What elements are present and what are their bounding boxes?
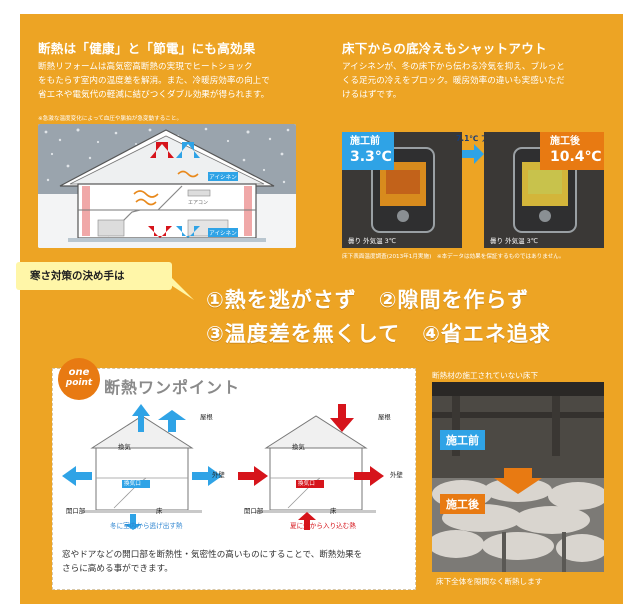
summer-house-diagram: [238, 404, 384, 530]
right-section-title: 床下からの底冷えもシャットアウト: [342, 41, 547, 56]
after-label: 施工後: [550, 136, 580, 147]
left-body-line: 省エネや電気代の軽減に結びつくダブル効果が得られます。: [38, 90, 270, 100]
badge-top-text: one: [68, 367, 90, 378]
summer-floor-label: 床: [330, 507, 337, 515]
winter-wall-label: 外壁: [212, 471, 225, 479]
key-callout: 寒さ対策の決め手は: [16, 262, 172, 290]
floor-photo-title: 断熱材の施工されていない床下: [432, 371, 539, 380]
badge-bottom-text: point: [65, 378, 93, 388]
before-badge: 施工前 3.3℃: [342, 132, 394, 170]
onepoint-text-line: 窓やドアなどの開口部を断熱性・気密性の高いものにすることで、断熱効果を: [62, 550, 363, 560]
temp-diff-label: 7.1℃ アップ: [456, 134, 504, 143]
house-illustration: アイシネン アイシネン エアコン: [38, 124, 296, 248]
right-body-line: アイシネンが、冬の床下から伝わる冷気を抑え、ブルっと: [342, 62, 565, 72]
after-temp: 10.4℃: [550, 149, 602, 165]
summer-fan-label: 換気口: [298, 481, 315, 487]
thermo-caption: 床下表面温度調査(2013年1月実施) ※本データは効果を保証するものではありま…: [342, 254, 565, 260]
thermometer-before-image: [342, 132, 462, 248]
before-weather: 曇り 外気温 3℃: [348, 237, 397, 245]
left-section-body: 断熱リフォームは高気密高断熱の実現でヒートショック をもたらす室内の温度差を解消…: [38, 60, 328, 102]
brand-label-top: アイシネン: [209, 174, 237, 181]
floor-photo-caption: 床下全体を隙間なく断熱します: [436, 577, 543, 586]
onepoint-title: 断熱ワンポイント: [104, 378, 241, 397]
winter-vent-label: 換気: [118, 443, 131, 451]
summer-wall-label: 外壁: [390, 471, 403, 479]
temp-up-arrow: [462, 144, 484, 164]
floor-before-badge: 施工前: [440, 430, 485, 450]
summer-opening-label: 開口部: [244, 507, 264, 515]
onepoint-text: 窓やドアなどの開口部を断熱性・気密性の高いものにすることで、断熱効果を さらに高…: [62, 548, 362, 576]
onepoint-badge: one point: [58, 358, 100, 400]
left-body-line: 断熱リフォームは高気密高断熱の実現でヒートショック: [38, 62, 253, 72]
right-body-line: くる足元の冷えをブロック。暖房効率の違いも実感いただ: [342, 76, 565, 86]
house-diagram: アイシネン アイシネン エアコン: [38, 124, 296, 248]
winter-floor-label: 床: [156, 507, 163, 515]
callout-tail: [160, 278, 194, 300]
onepoint-text-line: さらに高める事ができます。: [62, 564, 173, 574]
underfloor-photo-image: [432, 382, 604, 572]
winter-opening-label: 開口部: [66, 507, 86, 515]
key-line-1: ①熱を逃がさず ②隙間を作らず: [206, 288, 530, 312]
aircon-label: エアコン: [188, 200, 208, 206]
arrow-right-icon: [462, 144, 484, 164]
thermo-after-photo: 施工後 10.4℃ 曇り 外気温 3℃: [484, 132, 604, 248]
summer-vent-label: 換気: [292, 443, 305, 451]
right-section-body: アイシネンが、冬の床下から伝わる冷気を抑え、ブルっと くる足元の冷えをブロック。…: [342, 60, 604, 102]
winter-house-diagram: [62, 404, 222, 530]
after-badge: 施工後 10.4℃: [540, 132, 604, 170]
winter-fan-label: 換気口: [124, 481, 141, 487]
after-weather: 曇り 外気温 3℃: [490, 237, 539, 245]
left-section-title: 断熱は「健康」と「節電」にも高効果: [38, 41, 256, 56]
thermo-before-photo: 施工前 3.3℃ 曇り 外気温 3℃: [342, 132, 462, 248]
summer-roof-label: 屋根: [378, 413, 391, 421]
left-body-line: をもたらす室内の温度差を解消。また、冷暖房効率の向上で: [38, 76, 270, 86]
winter-roof-label: 屋根: [200, 413, 213, 421]
left-section-note: ※急激な温度変化によって血圧や脈拍が急変動すること。: [38, 116, 183, 122]
winter-caption: 冬に室内から逃げ出す熱: [110, 522, 183, 530]
before-temp: 3.3℃: [350, 149, 392, 165]
key-line-2: ③温度差を無くして ④省エネ追求: [206, 322, 551, 346]
floor-photo: 施工前 施工後: [432, 382, 604, 572]
before-label: 施工前: [350, 136, 380, 147]
summer-caption: 夏に外から入り込む熱: [290, 522, 356, 530]
floor-after-badge: 施工後: [440, 494, 485, 514]
brand-label-bottom: アイシネン: [209, 230, 237, 237]
right-body-line: けるはずです。: [342, 90, 402, 100]
